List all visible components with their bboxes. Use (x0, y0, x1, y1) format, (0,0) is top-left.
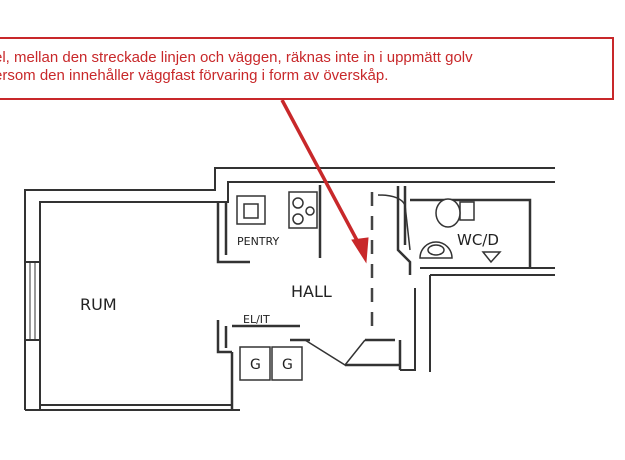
outer-walls (24, 167, 555, 411)
room-label-rum: RUM (80, 295, 117, 314)
g-label-2: G (282, 357, 293, 373)
callout-arrow (280, 99, 369, 264)
door-swings (377, 194, 411, 251)
wc-fixtures (419, 198, 502, 264)
g-boxes (239, 346, 303, 381)
room-label-pentry: PENTRY (237, 235, 279, 248)
pentry-fixtures (236, 191, 318, 229)
g-label-1: G (250, 357, 261, 373)
room-label-wc: WC/D (457, 231, 499, 249)
callout-text-line-1: el, mellan den streckade linjen och vägg… (0, 49, 473, 66)
room-label-el-it: EL/IT (243, 313, 270, 326)
room-label-hall: HALL (291, 282, 332, 301)
callout-box: el, mellan den streckade linjen och vägg… (0, 37, 614, 100)
callout-text-line-2: ersom den innehåller väggfast förvaring … (0, 67, 389, 84)
